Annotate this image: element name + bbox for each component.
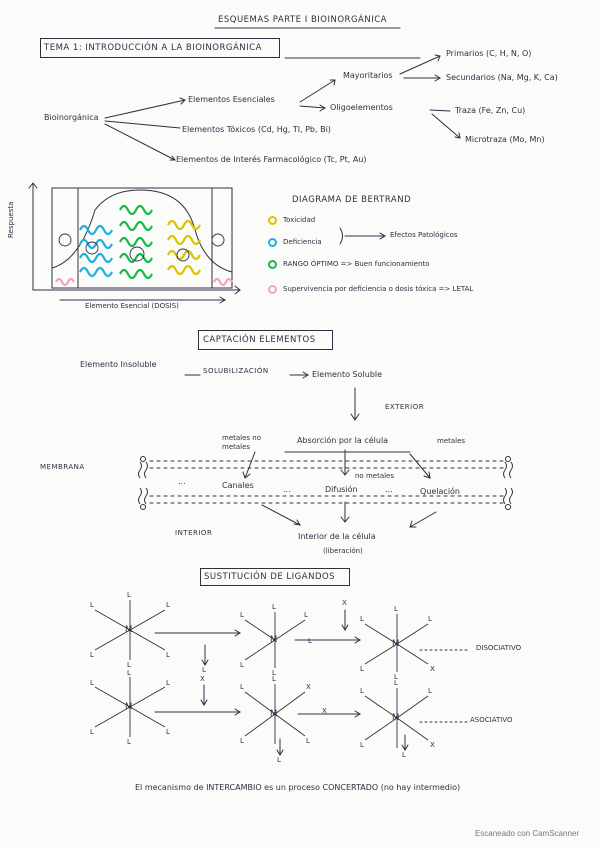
legend-letal: Supervivencia por deficiencia o dosis tó…	[283, 285, 474, 293]
l-18: L	[394, 673, 398, 681]
conclusion: El mecanismo de INTERCAMBIO es un proces…	[135, 783, 461, 792]
m6: M	[392, 713, 400, 723]
interior-celula: Interior de la célula	[298, 532, 376, 541]
scanner-watermark: Escaneado con CamScanner	[474, 829, 579, 838]
l-24: L	[166, 728, 170, 736]
l-19: L	[90, 679, 94, 687]
l-2: L	[127, 591, 131, 599]
l-21: L	[166, 679, 170, 687]
difusion-label: Difusión	[325, 485, 358, 494]
m2: M	[270, 635, 278, 645]
l-29: L	[277, 756, 281, 764]
branch-esenciales: Elementos Esenciales	[188, 95, 275, 104]
exterior-label: EXTERIOR	[385, 403, 425, 411]
x-3: X	[200, 675, 205, 683]
metales-label: metales	[437, 437, 466, 445]
l-27: L	[240, 737, 244, 745]
no-metales-label: no metales	[355, 472, 395, 480]
absorcion-label: Absorción por la célula	[297, 436, 389, 445]
l-5: L	[127, 661, 131, 669]
l-32: L	[428, 687, 432, 695]
node-primarios: Primarios (C, H, N, O)	[446, 49, 532, 58]
l-11: L	[240, 661, 244, 669]
l-4: L	[90, 651, 94, 659]
x-4: X	[306, 683, 311, 691]
metales-no-metales: metales no metales	[222, 434, 262, 451]
dots-mid: ...	[283, 485, 291, 494]
legend-optimo: RANGO ÓPTIMO => Buen funcionamiento	[283, 260, 430, 268]
node-traza: Traza (Fe, Zn, Cu)	[455, 106, 526, 115]
m4: M	[125, 702, 133, 712]
l-17: L	[360, 665, 364, 673]
canales-label: Canales	[222, 481, 254, 490]
tema1-title-box	[40, 38, 280, 58]
l-14: L	[360, 615, 364, 623]
l-30: L	[360, 687, 364, 695]
l-23: L	[127, 738, 131, 746]
optimo-dot-icon	[268, 260, 277, 269]
dots-left: ...	[178, 477, 186, 486]
l-6: L	[166, 651, 170, 659]
l-13: L	[308, 637, 312, 645]
ligandos-title-box	[200, 568, 350, 586]
l-34: L	[402, 751, 406, 759]
root-node: Bioinorgánica	[44, 113, 99, 122]
l-3: L	[166, 601, 170, 609]
l-9: L	[272, 603, 276, 611]
liberacion-label: (liberación)	[323, 547, 363, 555]
legend-deficiencia: Deficiencia	[283, 238, 322, 246]
elemento-insoluble: Elemento Insoluble	[80, 360, 157, 369]
legend-efectos: Efectos Patológicos	[390, 231, 458, 239]
deficiencia-dot-icon	[268, 238, 277, 247]
bertrand-y-label: Respuesta	[7, 201, 15, 238]
disociativo: DISOCIATIVO	[476, 644, 522, 652]
x-1: X	[342, 599, 347, 607]
x-5: X	[322, 707, 327, 715]
elemento-soluble: Elemento Soluble	[312, 370, 383, 379]
bertrand-x-label: Elemento Esencial (DOSIS)	[85, 302, 179, 310]
l-1: L	[90, 601, 94, 609]
branch-farmacologico: Elementos de Interés Farmacológico (Tc, …	[176, 155, 367, 164]
toxicidad-dot-icon	[268, 216, 277, 225]
letal-dot-icon	[268, 285, 277, 294]
node-secundarios: Secundarios (Na, Mg, K, Ca)	[446, 73, 558, 82]
membrana-label: MEMBRANA	[40, 463, 85, 471]
ligandos-title: SUSTITUCIÓN DE LIGANDOS	[204, 572, 336, 582]
l-26: L	[272, 675, 276, 683]
bertrand-title: DIAGRAMA DE BERTRAND	[292, 195, 412, 205]
captacion-title: CAPTACIÓN ELEMENTOS	[203, 335, 316, 345]
l-28: L	[306, 737, 310, 745]
l-31: L	[394, 679, 398, 687]
l-20: L	[127, 669, 131, 677]
asociativo: ASOCIATIVO	[470, 716, 513, 724]
page-title: ESQUEMAS PARTE I BIOINORGÁNICA	[218, 15, 387, 25]
quelacion-label: Quelación	[420, 487, 460, 496]
x-6: X	[430, 741, 435, 749]
m5: M	[270, 709, 278, 719]
l-10: L	[304, 611, 308, 619]
legend-toxicidad: Toxicidad	[283, 216, 316, 224]
l-12: L	[272, 669, 276, 677]
l-16: L	[428, 615, 432, 623]
l-22: L	[90, 728, 94, 736]
m3: M	[392, 639, 400, 649]
node-oligoelementos: Oligoelementos	[330, 103, 393, 112]
x-2: X	[430, 665, 435, 673]
dots-right: ...	[385, 485, 393, 494]
m1: M	[125, 625, 133, 635]
l-33: L	[360, 741, 364, 749]
branch-toxicos: Elementos Tóxicos (Cd, Hg, Tl, Pb, Bi)	[182, 125, 331, 134]
solubilizacion: SOLUBILIZACIÓN	[203, 367, 269, 375]
l-8: L	[240, 611, 244, 619]
l-25: L	[240, 683, 244, 691]
node-microtraza: Microtraza (Mo, Mn)	[465, 135, 545, 144]
l-15: L	[394, 605, 398, 613]
tema1-title: TEMA 1: INTRODUCCIÓN A LA BIOINORGÁNICA	[44, 43, 262, 53]
interior-label: INTERIOR	[175, 529, 213, 537]
l-7: L	[202, 666, 206, 674]
captacion-title-box	[198, 330, 333, 350]
node-mayoritarios: Mayoritarios	[343, 71, 393, 80]
